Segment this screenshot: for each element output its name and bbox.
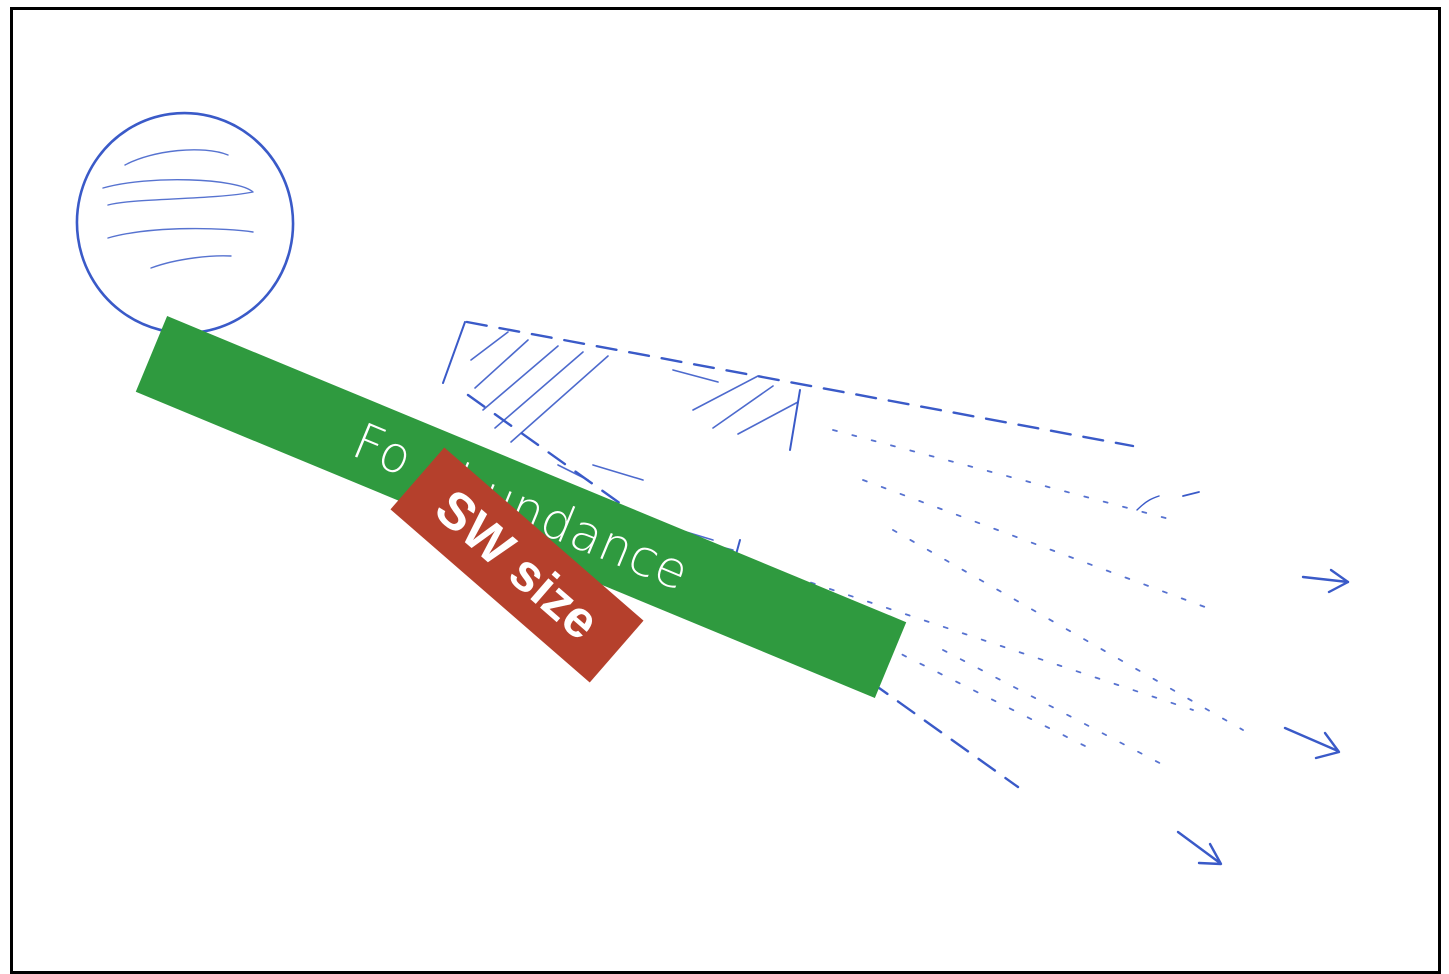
sphere-icon <box>75 111 295 335</box>
diagram-frame: Fo abundance SW size <box>10 7 1441 974</box>
arrow-icon <box>1176 568 1350 866</box>
sketch-canvas <box>75 111 1350 866</box>
cone-icon <box>442 320 1244 789</box>
